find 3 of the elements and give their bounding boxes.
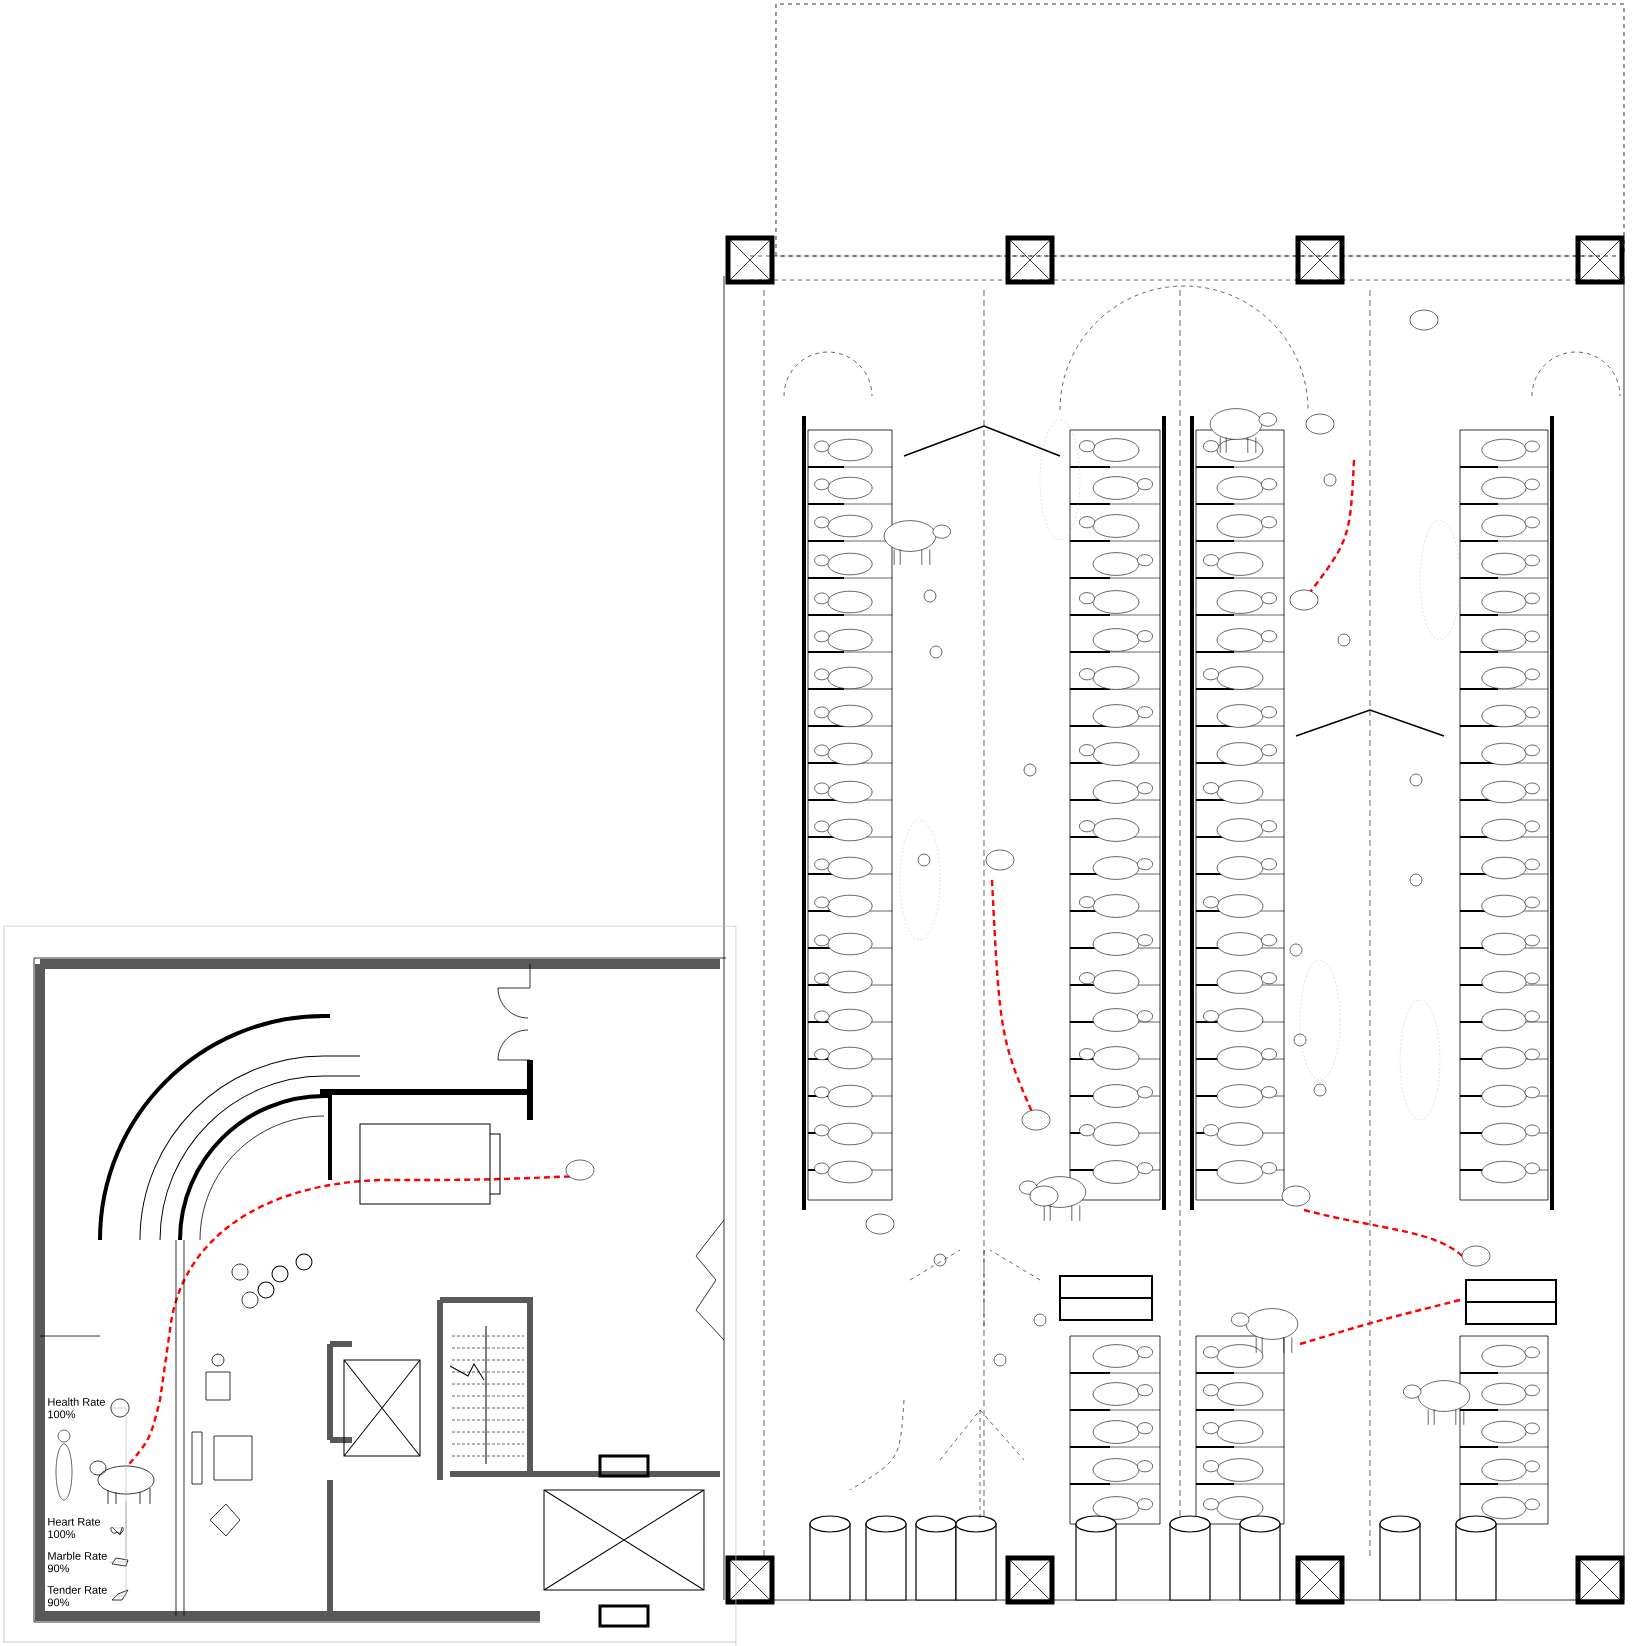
leader-line [108,1407,127,1503]
cow-picture [89,1460,155,1505]
leader-line [108,1502,127,1597]
